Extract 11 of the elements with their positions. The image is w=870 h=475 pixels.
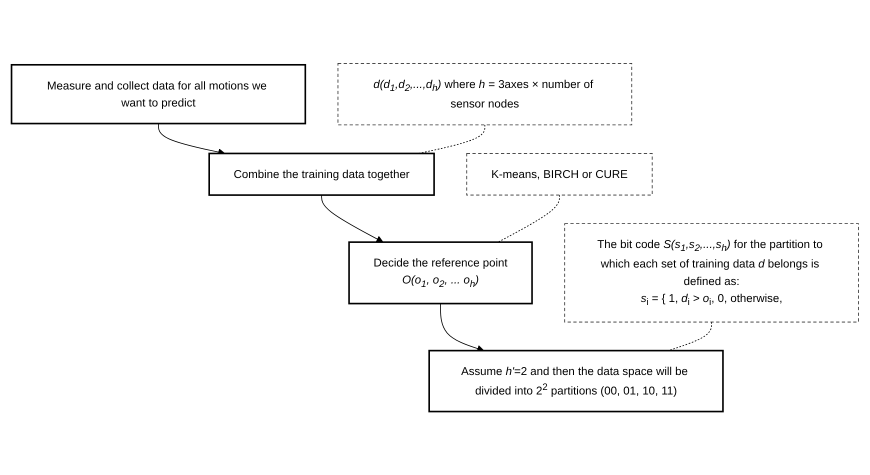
connector: [668, 322, 712, 352]
node-box: The bit code S(s$_{1}$,s$_{2}$,...,s$_{h}$) for the partition to which each set of training data d belongs is defined as: s$_{i}$ = { 1, d$_{i}$ > o$_{i}$, 0, otherwise,: [564, 223, 859, 322]
node-box: K-means, BIRCH or CURE: [466, 153, 653, 196]
node-box: d(d$_{1}$,d$_{2}$,...,d$_{h}$) where h = 3axes × number of sensor nodes: [338, 63, 632, 126]
node-box: Assume h'=2 and then the data space will be divided into 2$^{2}$ partitions (00, 01, 10, 11): [428, 350, 724, 412]
node-box: Combine the training data together: [208, 152, 435, 196]
node-box: Decide the reference point O(o$_{1}$, o$_{2}$, ... o$_{h}$): [348, 241, 533, 304]
node-box: Measure and collect data for all motions we want to predict: [10, 64, 306, 124]
arrow: [440, 303, 484, 352]
arrow: [321, 194, 384, 242]
connector: [498, 194, 560, 243]
